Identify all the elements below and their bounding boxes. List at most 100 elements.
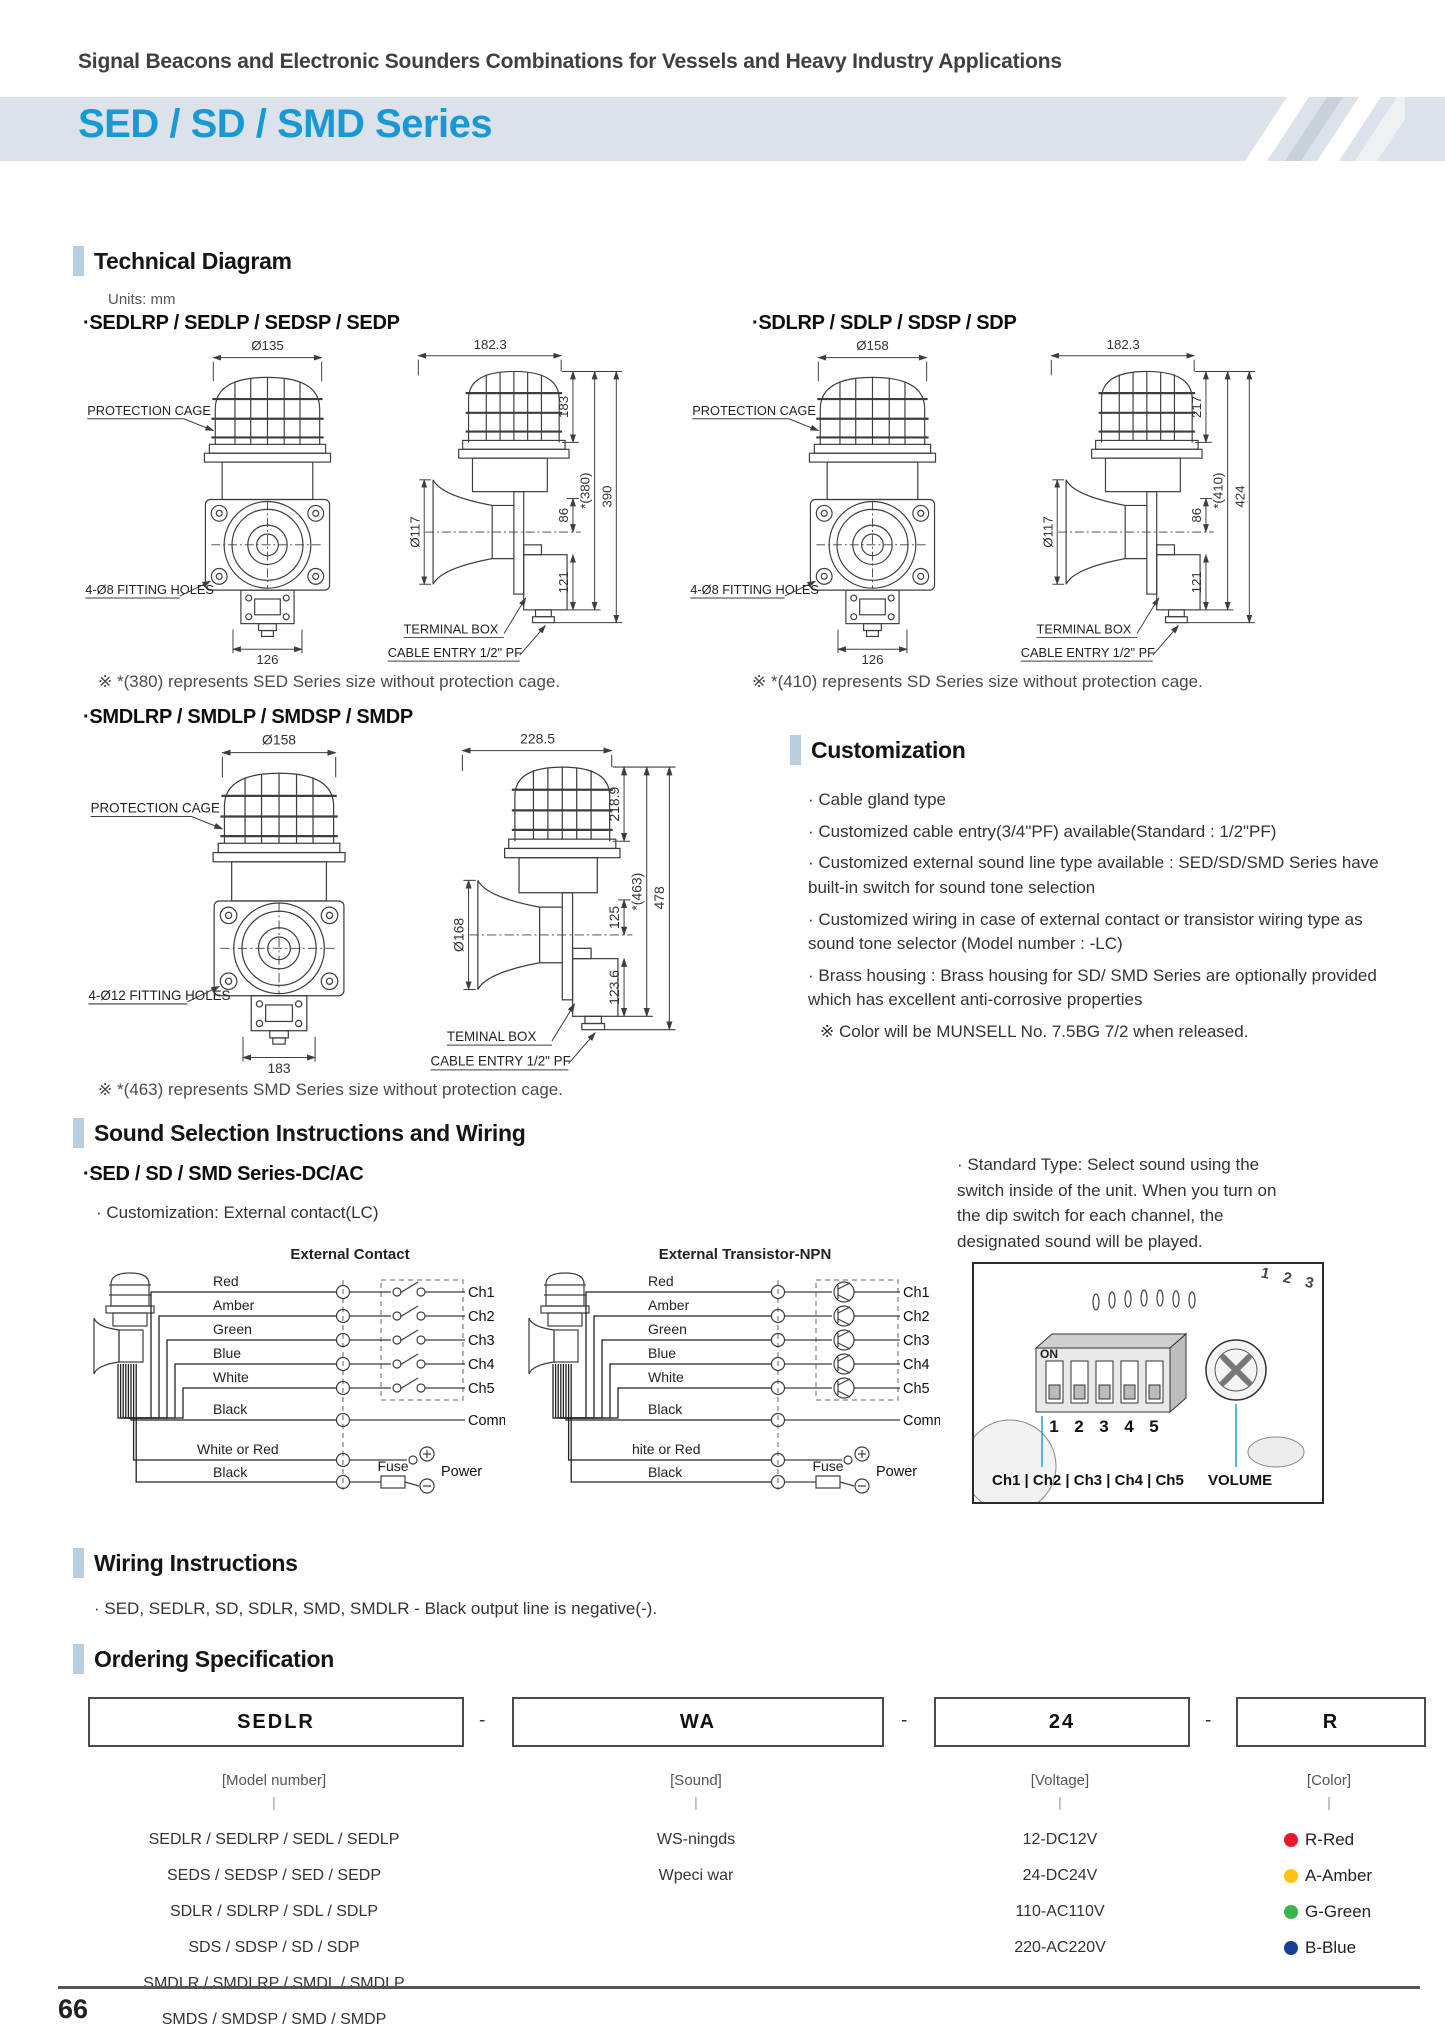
blue-dot-icon <box>1284 1941 1298 1955</box>
series-title-band: SED / SD / SMD Series <box>0 97 1445 161</box>
svg-text:182.3: 182.3 <box>474 337 507 352</box>
model-option: SDS / SDSP / SD / SDP <box>188 1939 360 1956</box>
category-tick: | <box>694 1794 698 1810</box>
section-bar <box>73 246 84 276</box>
svg-text:Black: Black <box>213 1464 248 1480</box>
svg-text:424: 424 <box>1232 485 1247 507</box>
code-separator: - <box>901 1710 908 1731</box>
svg-text:*(380): *(380) <box>578 473 593 509</box>
svg-text:*(410): *(410) <box>1211 473 1226 509</box>
sed-note: ※ *(380) represents SED Series size with… <box>98 672 561 691</box>
svg-text:Ch4: Ch4 <box>468 1357 495 1373</box>
svg-text:2: 2 <box>1074 1417 1083 1436</box>
sed-models-title: ·SEDLRP / SEDLP / SEDSP / SEDP <box>83 312 400 334</box>
smd-front-drawing: Ø158 183 PROTECTION CAGE 4-Ø12 FITTING H… <box>89 731 346 1075</box>
external-transistor-title: External Transistor-NPN <box>658 1246 832 1263</box>
dip-switch-illustration: 1 2 3 ON 1 2 3 4 5 <box>972 1262 1324 1504</box>
svg-text:Red: Red <box>213 1273 239 1289</box>
svg-text:TERMINAL BOX: TERMINAL BOX <box>1037 621 1132 636</box>
svg-text:121: 121 <box>1189 571 1204 593</box>
section-title: Wiring Instructions <box>94 1549 298 1576</box>
customization-item: · Customized wiring in case of external … <box>808 909 1363 954</box>
svg-text:3: 3 <box>1099 1417 1108 1436</box>
category-tick: | <box>1327 1794 1331 1810</box>
sound-list: WS-ningds Wpeci war <box>512 1822 880 1894</box>
svg-text:PROTECTION CAGE: PROTECTION CAGE <box>87 403 211 418</box>
sd-side-drawing: 182.3 217 86 121 *(410) 424 Ø117 TERM <box>1020 337 1256 662</box>
category-tick: | <box>1058 1794 1062 1810</box>
color-label: R-Red <box>1305 1830 1355 1849</box>
svg-text:Blue: Blue <box>648 1345 676 1361</box>
sd-front-drawing: Ø158 126 PROTECTION CAGE 4-Ø8 FITTING HO… <box>690 338 937 666</box>
standard-type-note: · Standard Type: Select sound using the … <box>957 1155 1277 1251</box>
dip-switch-art: 1 2 3 ON 1 2 3 4 5 <box>974 1264 1320 1502</box>
svg-text:*(463): *(463) <box>629 873 645 911</box>
svg-text:TEMINAL BOX: TEMINAL BOX <box>447 1029 537 1044</box>
section-ordering-specification: Ordering Specification <box>73 1644 334 1674</box>
svg-text:218.9: 218.9 <box>606 786 622 821</box>
svg-text:hite or Red: hite or Red <box>632 1441 700 1457</box>
svg-text:Ch2: Ch2 <box>468 1309 495 1325</box>
sound-option: Wpeci war <box>658 1867 734 1884</box>
bottom-rule <box>58 1986 1420 1989</box>
svg-text:1 2 3: 1 2 3 <box>1259 1264 1320 1293</box>
series-title: SED / SD / SMD Series <box>78 102 493 146</box>
customization-item: ※ Color will be MUNSELL No. 7.5BG 7/2 wh… <box>820 1022 1249 1042</box>
model-number-list: SEDLR / SEDLRP / SEDL / SEDLP SEDS / SED… <box>88 1822 460 2034</box>
external-transistor-diagram: Red Amber Green Blue White Black hite or… <box>528 1272 940 1494</box>
smd-side-drawing: 228.5 218.9 125 123.6 *(463) 478 Ø168 <box>430 730 676 1071</box>
customization-item: · Brass housing : Brass housing for SD/ … <box>808 965 1377 1010</box>
svg-text:183: 183 <box>267 1060 290 1075</box>
svg-text:White or Red: White or Red <box>197 1441 279 1457</box>
category-model: [Model number] <box>221 1772 327 1789</box>
section-bar <box>73 1118 84 1148</box>
sound-series-subtitle: ·SED / SD / SMD Series-DC/AC <box>83 1163 364 1185</box>
amber-dot-icon <box>1284 1869 1298 1883</box>
svg-text:126: 126 <box>256 652 278 666</box>
model-option: SMDLR / SMDLRP / SMDL / SMDLP <box>143 1975 405 1992</box>
color-label: A-Amber <box>1305 1866 1373 1885</box>
svg-text:Ch5: Ch5 <box>903 1381 930 1397</box>
svg-text:4-Ø12 FITTING HOLES: 4-Ø12 FITTING HOLES <box>89 988 231 1003</box>
svg-text:Ch1: Ch1 <box>903 1285 930 1301</box>
sound-option: WS-ningds <box>656 1831 736 1848</box>
sd-models-title: ·SDLRP / SDLP / SDSP / SDP <box>752 312 1017 334</box>
page-title: Signal Beacons and Electronic Sounders C… <box>78 50 1062 73</box>
section-bar <box>73 1644 84 1674</box>
svg-text:1: 1 <box>1049 1417 1058 1436</box>
customization-list: · Cable gland type · Customized cable en… <box>808 788 1398 1052</box>
svg-text:86: 86 <box>1189 508 1204 523</box>
svg-text:VOLUME: VOLUME <box>1208 1472 1272 1489</box>
wiring-note: · SED, SEDLR, SD, SDLR, SMD, SMDLR - Bla… <box>94 1599 658 1618</box>
section-technical-diagram: Technical Diagram <box>73 246 292 276</box>
code-separator: - <box>479 1710 486 1731</box>
page-number: 66 <box>58 1994 89 2024</box>
model-option: SEDLR / SEDLRP / SEDL / SEDLP <box>148 1831 400 1848</box>
section-bar <box>790 735 801 765</box>
svg-text:Power: Power <box>441 1464 482 1480</box>
svg-text:121: 121 <box>556 571 571 593</box>
svg-text:390: 390 <box>599 485 614 507</box>
section-sound-selection: Sound Selection Instructions and Wiring <box>73 1118 526 1148</box>
customization-item: · Cable gland type <box>808 790 946 809</box>
svg-text:Fuse: Fuse <box>377 1458 408 1474</box>
code-box-sound: WA <box>512 1697 884 1747</box>
svg-text:White: White <box>213 1369 249 1385</box>
svg-text:Red: Red <box>648 1273 674 1289</box>
category-sound: [Sound] <box>670 1772 722 1789</box>
svg-text:PROTECTION CAGE: PROTECTION CAGE <box>692 403 816 418</box>
svg-text:183: 183 <box>556 396 571 418</box>
voltage-option: 110-AC110V <box>1015 1903 1105 1920</box>
section-title: Customization <box>811 736 966 763</box>
external-contact-title: External Contact <box>290 1246 410 1263</box>
customization-lc-note: · Customization: External contact(LC) <box>96 1203 379 1222</box>
svg-text:White: White <box>648 1369 684 1385</box>
voltage-list: 12-DC12V 24-DC24V 110-AC110V 220-AC220V <box>934 1822 1186 1966</box>
voltage-option: 220-AC220V <box>1014 1939 1106 1956</box>
category-color: [Color] <box>1306 1772 1352 1789</box>
section-bar <box>73 1548 84 1578</box>
color-option: R-Red <box>1284 1822 1372 1858</box>
svg-text:228.5: 228.5 <box>520 730 555 746</box>
category-voltage: [Voltage] <box>1030 1772 1090 1789</box>
